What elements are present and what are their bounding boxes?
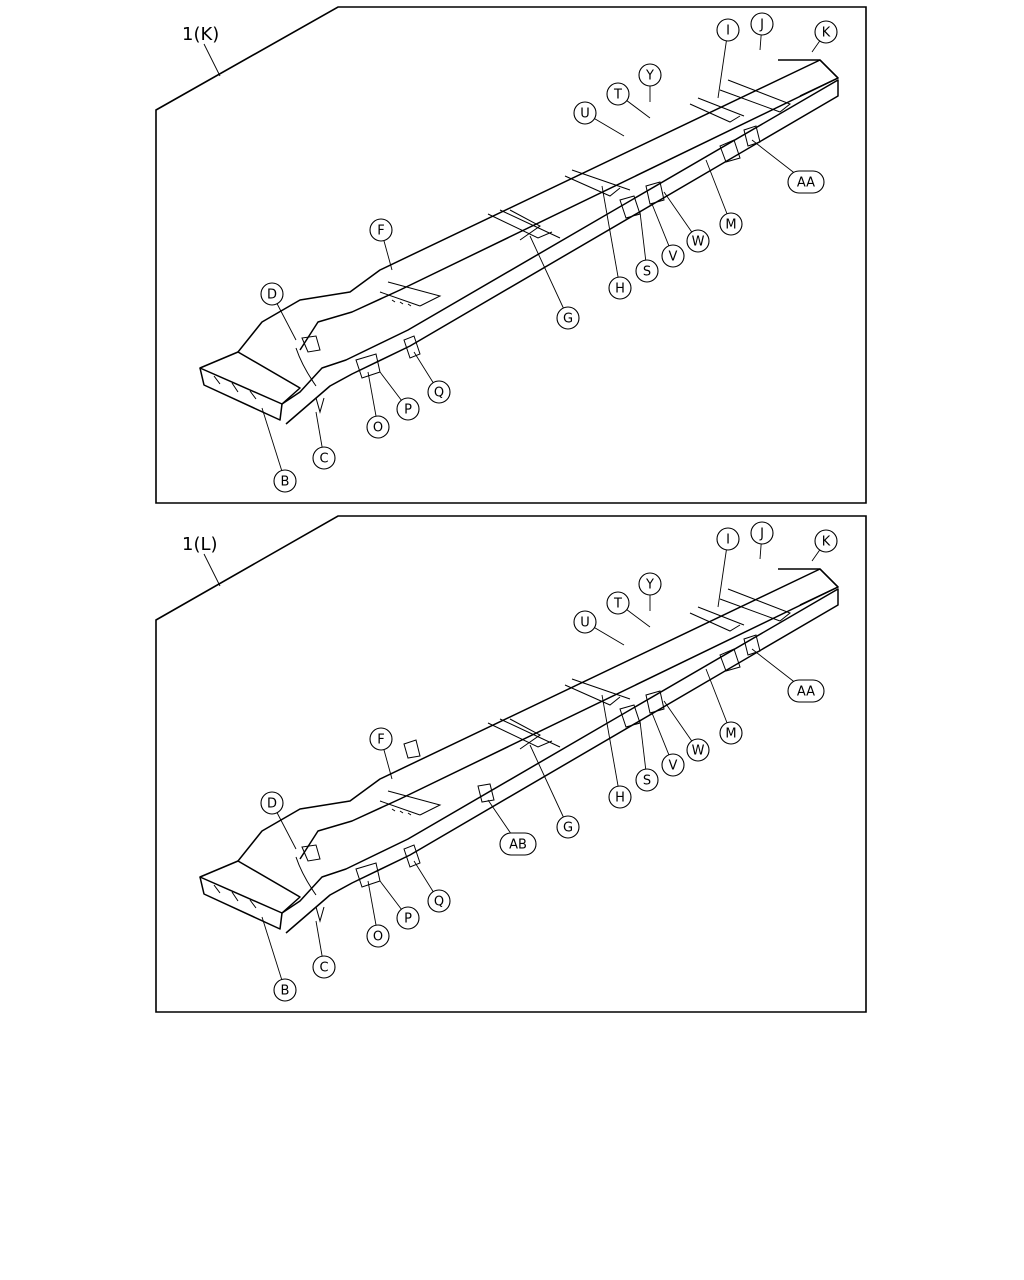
callout-label-ab: AB [509, 838, 527, 853]
callout-bubble-y [638, 572, 662, 596]
callout-label-t: T [613, 88, 622, 103]
callout-bubble-i [716, 18, 740, 42]
chassis-frame-l [199, 568, 839, 934]
callout-label-w: W [692, 235, 705, 250]
callout-label-o: O [373, 421, 383, 436]
callout-label-m: M [725, 727, 736, 742]
callout-label-k: K [822, 535, 831, 550]
callout-leader-g [529, 744, 569, 828]
callout-bubble-h [608, 276, 632, 300]
callout-bubble-d [260, 791, 284, 815]
callout-label-p: P [404, 403, 412, 418]
callout-bubble-k [814, 529, 838, 553]
callout-label-f: F [377, 224, 384, 239]
callout-label-d: D [267, 288, 277, 303]
callout-bubble-v [661, 753, 685, 777]
callout-bubble-q [427, 380, 451, 404]
callout-label-y: Y [645, 69, 654, 84]
callout-bubble-c [312, 446, 336, 470]
callout-label-g: G [563, 821, 573, 836]
callout-bubble-t [606, 82, 630, 106]
callout-label-h: H [615, 791, 625, 806]
callout-bubble-c [312, 955, 336, 979]
callout-bubble-aa [787, 679, 825, 703]
callout-label-s: S [643, 265, 651, 280]
callout-label-p: P [404, 912, 412, 927]
callout-label-u: U [580, 107, 590, 122]
callout-leader-h [601, 694, 621, 798]
callout-bubble-w [686, 738, 710, 762]
callout-leader-g [529, 235, 569, 319]
callout-leader-b [261, 916, 286, 991]
callout-bubble-v [661, 244, 685, 268]
callout-bubble-w [686, 229, 710, 253]
callout-bubble-s [635, 259, 659, 283]
callout-bubble-d [260, 282, 284, 306]
callout-label-g: G [563, 312, 573, 327]
callout-label-v: V [669, 759, 678, 774]
callout-bubble-aa [787, 170, 825, 194]
callout-label-f: F [377, 733, 384, 748]
callout-bubble-u [573, 610, 597, 634]
callout-bubble-m [719, 721, 743, 745]
callout-label-c: C [319, 961, 328, 976]
callout-label-h: H [615, 282, 625, 297]
callout-label-m: M [725, 218, 736, 233]
callout-bubble-m [719, 212, 743, 236]
callout-label-u: U [580, 616, 590, 631]
callout-label-k: K [822, 26, 831, 41]
callout-bubble-o [366, 415, 390, 439]
callout-bubble-s [635, 768, 659, 792]
callout-label-i: I [726, 24, 730, 39]
callouts-k: K J I Y T U AA M WV S H F G D Q P O C B [260, 12, 838, 493]
callout-label-c: C [319, 452, 328, 467]
callout-leader-b [261, 407, 286, 482]
callout-bubble-ab [499, 832, 537, 856]
callout-label-b: B [281, 475, 290, 490]
callout-label-q: Q [434, 895, 444, 910]
callout-bubble-p [396, 397, 420, 421]
callout-label-aa: AA [797, 685, 815, 700]
callout-bubble-j [750, 12, 774, 36]
callout-bubble-h [608, 785, 632, 809]
chassis-frame-k [199, 59, 839, 425]
callout-bubble-b [273, 978, 297, 1002]
callout-label-y: Y [645, 578, 654, 593]
panel-l-title: 1(L) [182, 534, 218, 555]
callout-label-aa: AA [797, 176, 815, 191]
panel-l: 1(L) K J I Y T U AA M WV S H F G AB D Q P O C B [155, 515, 867, 1013]
callout-bubble-p [396, 906, 420, 930]
callout-bubble-o [366, 924, 390, 948]
callout-bubble-q [427, 889, 451, 913]
callout-label-v: V [669, 250, 678, 265]
callout-label-i: I [726, 533, 730, 548]
callout-label-b: B [281, 984, 290, 999]
callout-bubble-f [369, 727, 393, 751]
callout-bubble-g [556, 306, 580, 330]
callout-bubble-u [573, 101, 597, 125]
panel-l-border [155, 515, 867, 1013]
callout-label-o: O [373, 930, 383, 945]
callout-label-d: D [267, 797, 277, 812]
callouts-l: K J I Y T U AA M WV S H F G AB D Q P O C B [260, 521, 838, 1002]
callout-label-j: J [759, 527, 764, 542]
callout-bubble-j [750, 521, 774, 545]
callout-label-w: W [692, 744, 705, 759]
callout-bubble-i [716, 527, 740, 551]
callout-bubble-k [814, 20, 838, 44]
panel-k: 1(K) K J I Y T U AA M WV S H F G D Q P O C B [155, 6, 867, 504]
callout-label-t: T [613, 597, 622, 612]
callout-leader-h [601, 185, 621, 289]
panel-k-border [155, 6, 867, 504]
callout-bubble-f [369, 218, 393, 242]
panel-k-title: 1(K) [182, 24, 219, 45]
callout-bubble-b [273, 469, 297, 493]
callout-bubble-g [556, 815, 580, 839]
callout-label-j: J [759, 18, 764, 33]
callout-bubble-y [638, 63, 662, 87]
callout-label-s: S [643, 774, 651, 789]
callout-bubble-t [606, 591, 630, 615]
callout-label-q: Q [434, 386, 444, 401]
